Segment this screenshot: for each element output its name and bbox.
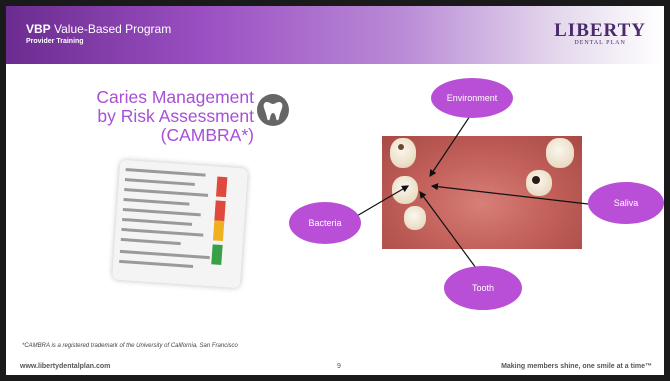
footer-website: www.libertydentalplan.com: [20, 363, 110, 370]
saliva-oval: Saliva: [588, 182, 664, 224]
bacteria-oval: Bacteria: [289, 202, 361, 244]
presentation-slide: VBP Value-Based Program Provider Trainin…: [6, 6, 664, 375]
cambra-trademark-note: *CAMBRA is a registered trademark of the…: [22, 343, 238, 349]
factor-arrows: [6, 6, 664, 375]
environment-oval: Environment: [431, 78, 513, 118]
footer-tagline: Making members shine, one smile at a tim…: [501, 363, 652, 370]
footer-page-number: 9: [337, 363, 341, 370]
tooth-oval: Tooth: [444, 266, 522, 310]
